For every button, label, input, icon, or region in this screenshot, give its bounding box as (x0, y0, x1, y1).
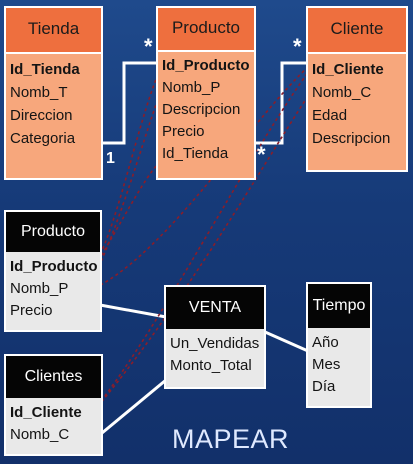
dim-producto-venta-link (99, 303, 167, 319)
field-nomb-c: Nomb_C (10, 426, 70, 443)
table-header: Cliente (308, 8, 406, 54)
mapping-line (69, 89, 313, 439)
fact-table-venta: VENTA Un_Vendidas Monto_Total (164, 285, 266, 389)
cardinality-tienda: 1 (106, 150, 115, 167)
field-nomb-c: Nomb_C (312, 84, 372, 101)
field-id-producto: Id_Producto (10, 258, 98, 275)
table-header: Clientes (6, 356, 101, 398)
field-edad: Edad (312, 107, 348, 124)
field-id-cliente: Id_Cliente (10, 404, 82, 421)
field-mes: Mes (312, 356, 341, 373)
cardinality-cliente: * (293, 34, 302, 59)
er-table-tienda: Tienda Id_Tienda Nomb_T Direccion Catego… (4, 6, 103, 180)
field-nomb-t: Nomb_T (10, 84, 68, 101)
dim-table-tiempo: Tiempo Año Mes Día (306, 282, 372, 408)
venta-tiempo-link (264, 330, 309, 353)
producto-cliente-relation (255, 61, 308, 145)
field-dia: Día (312, 378, 336, 395)
field-anio: Año (312, 334, 339, 351)
field-id-producto: Id_Producto (162, 57, 250, 74)
tienda-producto-relation (102, 61, 158, 145)
field-precio: Precio (162, 123, 205, 140)
field-id-tienda: Id_Tienda (162, 145, 229, 162)
dim-table-producto: Producto Id_Producto Nomb_P Precio (4, 210, 102, 332)
field-descripcion: Descripcion (162, 101, 241, 118)
table-header: Producto (158, 8, 254, 52)
mapping-line (61, 159, 164, 317)
field-nomb-p: Nomb_P (10, 280, 69, 297)
mapping-line (94, 62, 313, 289)
er-table-producto: Producto Id_Producto Nomb_P Descripcion … (156, 6, 256, 180)
field-nomb-p: Nomb_P (162, 79, 221, 96)
cardinality-producto-right: * (257, 142, 266, 167)
table-header: Tiempo (308, 284, 370, 328)
field-monto-total: Monto_Total (170, 357, 252, 374)
dim-clientes-venta-link (101, 378, 167, 435)
field-categoria: Categoria (10, 130, 76, 147)
cardinality-producto-left: * (144, 34, 153, 59)
mapping-line (89, 66, 313, 416)
field-un-vendidas: Un_Vendidas (170, 335, 260, 352)
field-precio: Precio (10, 302, 53, 319)
table-header: VENTA (166, 287, 264, 329)
field-id-cliente: Id_Cliente (312, 61, 384, 78)
table-header: Producto (6, 212, 100, 252)
slide-caption: MAPEAR (172, 424, 290, 454)
er-table-cliente: Cliente Id_Cliente Nomb_C Edad Descripci… (306, 6, 408, 172)
field-direccion: Direccion (10, 107, 73, 124)
dim-table-clientes: Clientes Id_Cliente Nomb_C (4, 354, 103, 456)
field-descripcion: Descripcion (312, 130, 391, 147)
field-id-tienda: Id_Tienda (10, 61, 80, 78)
table-header: Tienda (6, 8, 101, 54)
